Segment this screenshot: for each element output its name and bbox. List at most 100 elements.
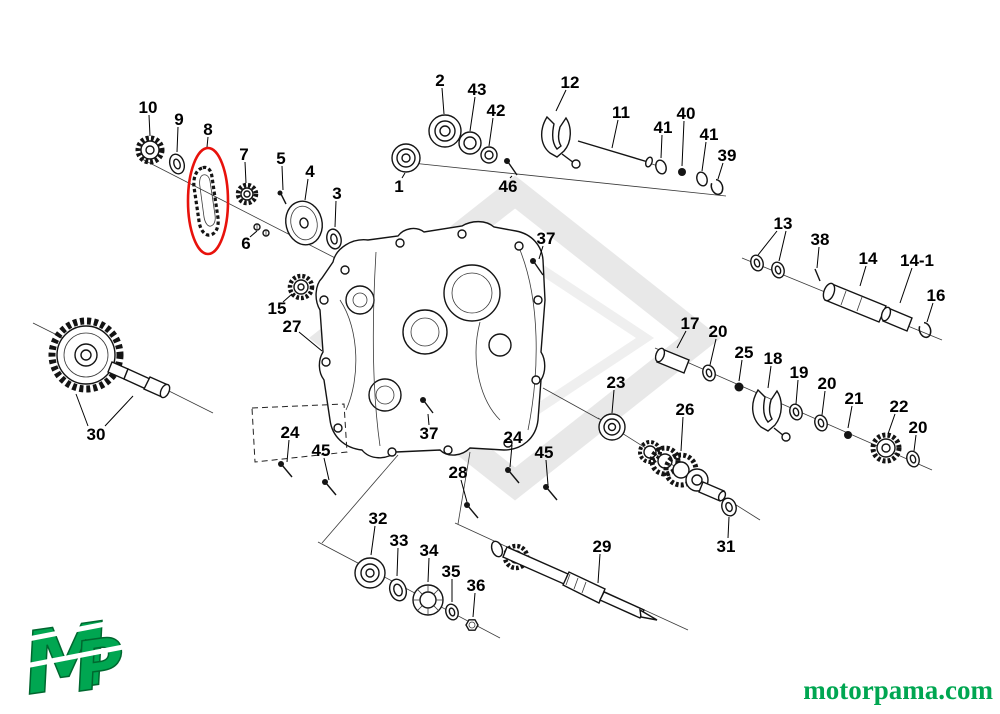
ball-25	[734, 382, 744, 392]
leader-line-p46	[509, 175, 513, 179]
washer-41a	[655, 159, 667, 175]
part-label-p30: 30	[87, 425, 106, 444]
leader-line-p40	[681, 120, 685, 167]
part-label-p45a: 45	[312, 441, 331, 460]
screw-28	[467, 505, 479, 519]
leader-line-p2	[441, 87, 445, 115]
leader-line-p45a	[323, 457, 330, 481]
part-label-p9: 9	[174, 110, 183, 129]
part-label-p24b: 24	[504, 428, 523, 447]
leader-line-p21	[847, 405, 853, 429]
part-label-p39: 39	[718, 146, 737, 165]
leader-line-p18	[767, 365, 772, 389]
shift-drum-assembly	[750, 254, 932, 339]
part-label-p25: 25	[735, 343, 754, 362]
leader-line-p11	[611, 119, 619, 149]
leader-line-p30	[75, 393, 89, 427]
part-label-p8: 8	[203, 120, 212, 139]
fasteners	[251, 258, 558, 519]
part-label-p12: 12	[561, 73, 580, 92]
part-label-p41a: 41	[654, 118, 673, 137]
part-label-p17: 17	[681, 314, 700, 333]
pin-38	[814, 268, 821, 282]
part-label-p19: 19	[790, 363, 809, 382]
part-label-p32: 32	[369, 509, 388, 528]
website-link[interactable]: motorpama.com	[803, 675, 993, 705]
top-shaft-assembly	[391, 114, 724, 196]
leader-line-p16	[926, 302, 934, 323]
part-label-p6: 6	[241, 234, 250, 253]
part-label-p5: 5	[276, 149, 285, 168]
screw-45a	[325, 482, 337, 496]
leader-line-p20c	[913, 434, 917, 452]
fork-shaft-11	[577, 140, 649, 163]
shift-fork-12	[541, 115, 571, 158]
gear-15	[287, 273, 315, 301]
leader-line-p5	[281, 165, 284, 191]
leader-line-p33	[396, 547, 399, 577]
part-label-p37a: 37	[537, 229, 556, 248]
ball-21	[844, 431, 852, 439]
ball-40	[678, 168, 686, 176]
pin-5	[280, 193, 287, 205]
part-label-p24a: 24	[281, 423, 300, 442]
leader-line-p30-1	[104, 395, 134, 427]
leader-line-p3	[334, 200, 337, 228]
leader-line-p14_1	[899, 267, 913, 304]
part-label-p46: 46	[499, 177, 518, 196]
part-label-p11: 11	[612, 103, 630, 122]
leader-line-p4	[304, 178, 309, 201]
shift-fork-18	[752, 388, 782, 432]
logo[interactable]: M P	[11, 601, 140, 714]
fork-rail-assembly	[654, 347, 920, 468]
leader-line-p43	[469, 96, 476, 132]
part-label-p35: 35	[442, 562, 461, 581]
part-label-p33: 33	[390, 531, 409, 550]
leader-line-p20b	[821, 390, 826, 416]
leader-line-p36	[472, 592, 476, 618]
leader-line-p6	[249, 230, 258, 238]
chain-8	[192, 165, 220, 237]
leader-line-p37a	[538, 245, 544, 260]
highlight-ellipse	[186, 146, 230, 256]
part-label-p13: 13	[774, 214, 793, 233]
gear-cluster-26	[649, 445, 681, 477]
leader-line-p24a	[286, 439, 290, 463]
kick-shaft-assembly	[354, 557, 479, 631]
circlip-16	[918, 321, 932, 339]
part-label-p3: 3	[332, 184, 341, 203]
crankcase	[315, 220, 546, 459]
stud-37b	[423, 400, 434, 414]
part-label-p45b: 45	[535, 443, 554, 462]
part-label-p37b: 37	[420, 424, 439, 443]
leader-line-p42	[488, 117, 494, 147]
leader-line-p28	[460, 479, 468, 503]
part-label-p41b: 41	[700, 125, 719, 144]
part-label-p14: 14	[859, 249, 878, 268]
gear-train-assembly	[598, 413, 737, 517]
circlip-39	[710, 178, 724, 196]
screw-45b	[546, 487, 558, 501]
leader-line-p13-1	[778, 230, 787, 262]
part-label-p14_1: 14-1	[900, 251, 934, 270]
leader-line-p13	[757, 230, 778, 256]
leader-line-p38	[816, 246, 820, 269]
leader-line-p39	[717, 162, 724, 180]
part-label-p4: 4	[305, 162, 315, 181]
dashed-box-24	[251, 403, 348, 463]
part-label-p26: 26	[676, 400, 695, 419]
stud-37a	[533, 261, 544, 276]
part-label-p21: 21	[845, 389, 864, 408]
part-label-p2: 2	[435, 71, 444, 90]
leader-line-p19	[795, 379, 799, 405]
nut-36	[465, 619, 479, 631]
primary-gear-assembly	[48, 273, 315, 399]
part-label-p22: 22	[890, 397, 909, 416]
gear-7	[235, 182, 259, 206]
part-label-p18: 18	[764, 349, 783, 368]
part-label-p16: 16	[927, 286, 946, 305]
part-label-p34: 34	[420, 541, 439, 560]
gear-30	[48, 317, 124, 393]
